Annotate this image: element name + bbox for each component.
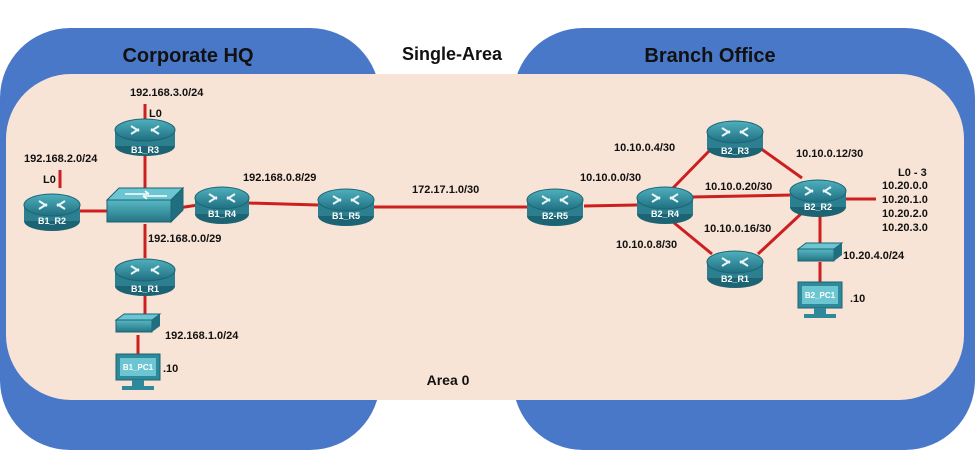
router-label: B2_R3	[721, 146, 749, 156]
link-b2r4-b2r3	[671, 146, 714, 190]
network-label: 192.168.0.0/29	[148, 233, 221, 245]
branch-office-title: Branch Office	[644, 45, 775, 67]
router-b1-r1[interactable]: B1_R1	[114, 258, 176, 296]
loopback-label-b2-r2: L0 - 3	[898, 167, 927, 179]
pc-b1-pc1[interactable]: B1_PC1	[115, 353, 161, 390]
link-b2r4-b2r1	[672, 220, 713, 256]
pc-label: B2_PC1	[805, 291, 836, 300]
loopback-label-b1-r2: L0	[43, 174, 56, 186]
switch-b1-lan[interactable]	[114, 313, 162, 333]
router-label: B1_R1	[131, 284, 159, 294]
host-address-label: .10	[850, 293, 865, 305]
router-b1-r4[interactable]: B1_R4	[194, 186, 250, 224]
host-address-label: .10	[163, 363, 178, 375]
loopback-network-label: 10.20.1.0	[882, 194, 928, 206]
network-label: 10.20.4.0/24	[843, 250, 905, 262]
router-b2-r4[interactable]: B2_R4	[636, 186, 694, 224]
loopback-network-label: 10.20.2.0	[882, 208, 928, 220]
network-label: 192.168.1.0/24	[165, 330, 239, 342]
router-label: B1_R3	[131, 145, 159, 155]
area0-label: Area 0	[427, 372, 470, 388]
router-b1-r2[interactable]: B1_R2	[23, 193, 81, 231]
pc-b2-pc1[interactable]: B2_PC1	[797, 281, 843, 318]
link-b2r4-b2r2	[691, 193, 793, 199]
router-b2-r3[interactable]: B2_R3	[706, 120, 764, 158]
network-label: 10.10.0.12/30	[796, 148, 863, 160]
router-b1-r3[interactable]: B1_R3	[114, 118, 176, 156]
corporate-hq-title: Corporate HQ	[122, 45, 253, 67]
network-label: 192.168.2.0/24	[24, 153, 98, 165]
loopback-network-label: 10.20.0.0	[882, 180, 928, 192]
router-b2-r1[interactable]: B2_R1	[706, 250, 764, 288]
switch-b2-lan[interactable]	[796, 242, 844, 262]
network-label: 10.10.0.16/30	[704, 223, 771, 235]
link-b2r3-b2r2	[759, 146, 803, 180]
loopback-network-label: 10.20.3.0	[882, 222, 928, 234]
router-label: B1_R4	[208, 209, 236, 219]
router-label: B2_R1	[721, 274, 749, 284]
router-label: B2_R4	[651, 209, 679, 219]
router-label: B1_R2	[38, 216, 66, 226]
network-label: 10.10.0.8/30	[616, 239, 677, 251]
link-b1r4-b1r5	[247, 201, 319, 207]
network-label: 172.17.1.0/30	[412, 184, 479, 196]
network-label: 10.10.0.20/30	[705, 181, 772, 193]
link-b2r5-b2r4	[583, 203, 639, 208]
network-label: 192.168.3.0/24	[130, 87, 204, 99]
router-b2-r2[interactable]: B2_R2	[789, 179, 847, 217]
network-label: 192.168.0.8/29	[243, 172, 316, 184]
switch-hq-core[interactable]	[105, 186, 185, 224]
network-label: 10.10.0.4/30	[614, 142, 675, 154]
link-b2r1-b2r2	[756, 210, 805, 256]
router-b2-r5[interactable]: B2-R5	[526, 188, 584, 226]
router-b1-r5[interactable]: B1_R5	[317, 188, 375, 226]
loopback-label-b1-r3: L0	[149, 108, 162, 120]
network-label: 10.10.0.0/30	[580, 172, 641, 184]
pc-label: B1_PC1	[123, 363, 154, 372]
router-label: B1_R5	[332, 211, 360, 221]
router-label: B2-R5	[542, 211, 568, 221]
router-label: B2_R2	[804, 202, 832, 212]
single-area-title: Single-Area	[402, 44, 503, 64]
